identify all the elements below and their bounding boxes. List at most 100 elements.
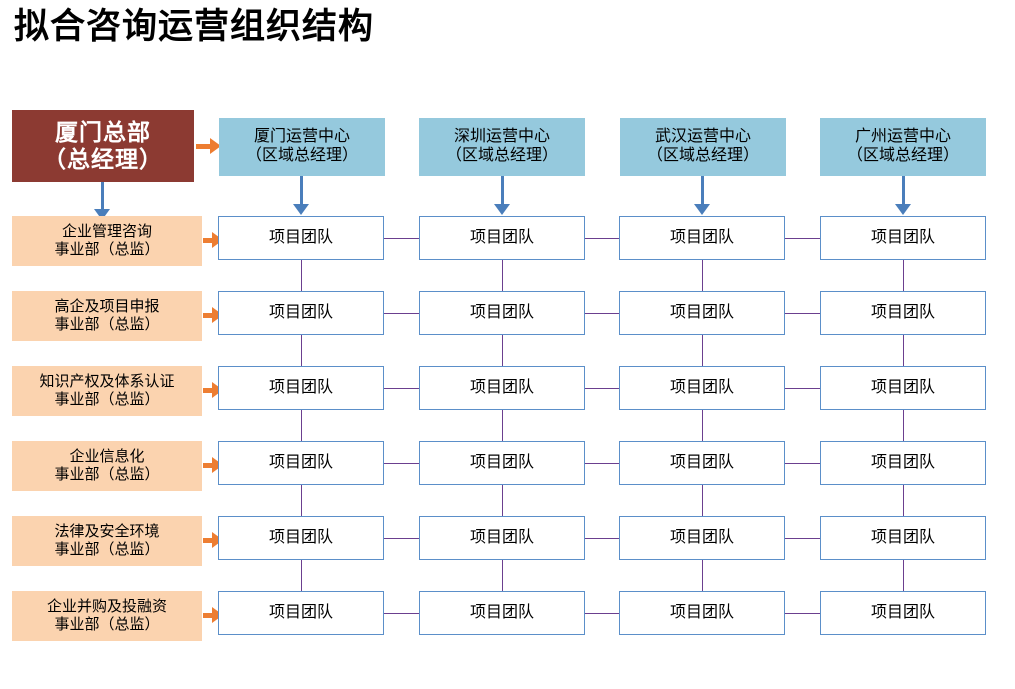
team-horizontal-connector: [585, 538, 619, 539]
department-name: 知识产权及体系认证: [39, 373, 175, 391]
project-team-cell[interactable]: 项目团队: [820, 216, 986, 260]
team-vertical-connector: [301, 260, 302, 291]
operation-center-role: （区域总经理）: [245, 147, 358, 164]
project-team-cell[interactable]: 项目团队: [419, 591, 585, 635]
team-vertical-connector: [702, 485, 703, 516]
department-name: 高企及项目申报: [54, 298, 160, 316]
team-horizontal-connector: [384, 313, 419, 314]
department-role: 事业部（总监）: [54, 316, 160, 333]
hq-to-department-arrowhead: [94, 209, 110, 220]
team-horizontal-connector: [785, 388, 820, 389]
department-to-team-arrow-head-1: [212, 307, 223, 323]
department-role: 事业部（总监）: [54, 466, 160, 483]
team-horizontal-connector: [785, 238, 820, 239]
project-team-cell[interactable]: 项目团队: [820, 366, 986, 410]
department-name: 企业信息化: [69, 448, 145, 466]
team-vertical-connector: [301, 560, 302, 591]
center-to-team-connector-1: [501, 176, 504, 208]
team-vertical-connector: [903, 335, 904, 366]
project-team-cell[interactable]: 项目团队: [419, 516, 585, 560]
department-box-4[interactable]: 法律及安全环境 事业部（总监）: [12, 516, 202, 566]
department-box-3[interactable]: 企业信息化 事业部（总监）: [12, 441, 202, 491]
team-vertical-connector: [903, 485, 904, 516]
department-box-0[interactable]: 企业管理咨询 事业部（总监）: [12, 216, 202, 266]
project-team-cell[interactable]: 项目团队: [419, 291, 585, 335]
department-box-1[interactable]: 高企及项目申报 事业部（总监）: [12, 291, 202, 341]
headquarters-box[interactable]: 厦门总部 （总经理）: [12, 110, 194, 182]
project-team-cell[interactable]: 项目团队: [419, 216, 585, 260]
team-vertical-connector: [301, 335, 302, 366]
center-to-team-arrowhead-1: [494, 204, 510, 215]
team-vertical-connector: [903, 560, 904, 591]
project-team-cell[interactable]: 项目团队: [218, 591, 384, 635]
operation-center-0[interactable]: 厦门运营中心 （区域总经理）: [219, 118, 385, 176]
team-vertical-connector: [702, 560, 703, 591]
project-team-cell[interactable]: 项目团队: [218, 291, 384, 335]
department-to-team-arrow-shaft-5: [203, 613, 215, 618]
team-horizontal-connector: [585, 313, 619, 314]
team-horizontal-connector: [785, 538, 820, 539]
team-vertical-connector: [702, 260, 703, 291]
department-to-team-arrow-head-3: [212, 457, 223, 473]
team-vertical-connector: [502, 410, 503, 441]
project-team-cell[interactable]: 项目团队: [619, 216, 785, 260]
center-to-team-arrowhead-2: [694, 204, 710, 215]
department-role: 事业部（总监）: [54, 541, 160, 558]
project-team-cell[interactable]: 项目团队: [218, 216, 384, 260]
project-team-cell[interactable]: 项目团队: [820, 291, 986, 335]
project-team-cell[interactable]: 项目团队: [619, 366, 785, 410]
project-team-cell[interactable]: 项目团队: [419, 366, 585, 410]
center-to-team-connector-3: [902, 176, 905, 208]
operation-center-3[interactable]: 广州运营中心 （区域总经理）: [820, 118, 986, 176]
team-horizontal-connector: [585, 238, 619, 239]
team-horizontal-connector: [384, 613, 419, 614]
department-to-team-arrow-head-0: [212, 232, 223, 248]
hq-to-department-connector: [101, 182, 104, 214]
operation-center-role: （区域总经理）: [646, 147, 759, 164]
department-name: 法律及安全环境: [54, 523, 160, 541]
team-horizontal-connector: [384, 388, 419, 389]
project-team-cell[interactable]: 项目团队: [619, 516, 785, 560]
center-to-team-arrowhead-0: [293, 204, 309, 215]
project-team-cell[interactable]: 项目团队: [619, 291, 785, 335]
project-team-cell[interactable]: 项目团队: [619, 441, 785, 485]
team-horizontal-connector: [785, 313, 820, 314]
team-horizontal-connector: [785, 463, 820, 464]
operation-center-role: （区域总经理）: [846, 147, 959, 164]
team-vertical-connector: [301, 410, 302, 441]
department-name: 企业管理咨询: [61, 223, 152, 241]
team-horizontal-connector: [785, 613, 820, 614]
department-box-2[interactable]: 知识产权及体系认证 事业部（总监）: [12, 366, 202, 416]
department-to-team-arrow-head-4: [212, 532, 223, 548]
project-team-cell[interactable]: 项目团队: [619, 591, 785, 635]
center-to-team-connector-0: [300, 176, 303, 208]
department-box-5[interactable]: 企业并购及投融资 事业部（总监）: [12, 591, 202, 641]
project-team-cell[interactable]: 项目团队: [820, 441, 986, 485]
team-vertical-connector: [903, 410, 904, 441]
project-team-cell[interactable]: 项目团队: [820, 516, 986, 560]
team-horizontal-connector: [384, 538, 419, 539]
team-vertical-connector: [502, 560, 503, 591]
project-team-cell[interactable]: 项目团队: [419, 441, 585, 485]
operation-center-name: 厦门运营中心: [253, 128, 350, 146]
operation-center-2[interactable]: 武汉运营中心 （区域总经理）: [620, 118, 786, 176]
headquarters-name: 厦门总部: [55, 118, 151, 145]
operation-center-1[interactable]: 深圳运营中心 （区域总经理）: [419, 118, 585, 176]
operation-center-name: 深圳运营中心: [453, 128, 550, 146]
department-to-team-arrow-shaft-3: [203, 463, 215, 468]
department-to-team-arrow-shaft-0: [203, 238, 215, 243]
team-horizontal-connector: [384, 238, 419, 239]
department-role: 事业部（总监）: [54, 391, 160, 408]
team-vertical-connector: [903, 260, 904, 291]
team-vertical-connector: [301, 485, 302, 516]
hq-to-center-arrow-shaft: [196, 144, 212, 149]
team-horizontal-connector: [384, 463, 419, 464]
team-vertical-connector: [502, 485, 503, 516]
department-to-team-arrow-shaft-1: [203, 313, 215, 318]
project-team-cell[interactable]: 项目团队: [820, 591, 986, 635]
project-team-cell[interactable]: 项目团队: [218, 366, 384, 410]
project-team-cell[interactable]: 项目团队: [218, 441, 384, 485]
team-vertical-connector: [702, 410, 703, 441]
team-vertical-connector: [502, 335, 503, 366]
project-team-cell[interactable]: 项目团队: [218, 516, 384, 560]
